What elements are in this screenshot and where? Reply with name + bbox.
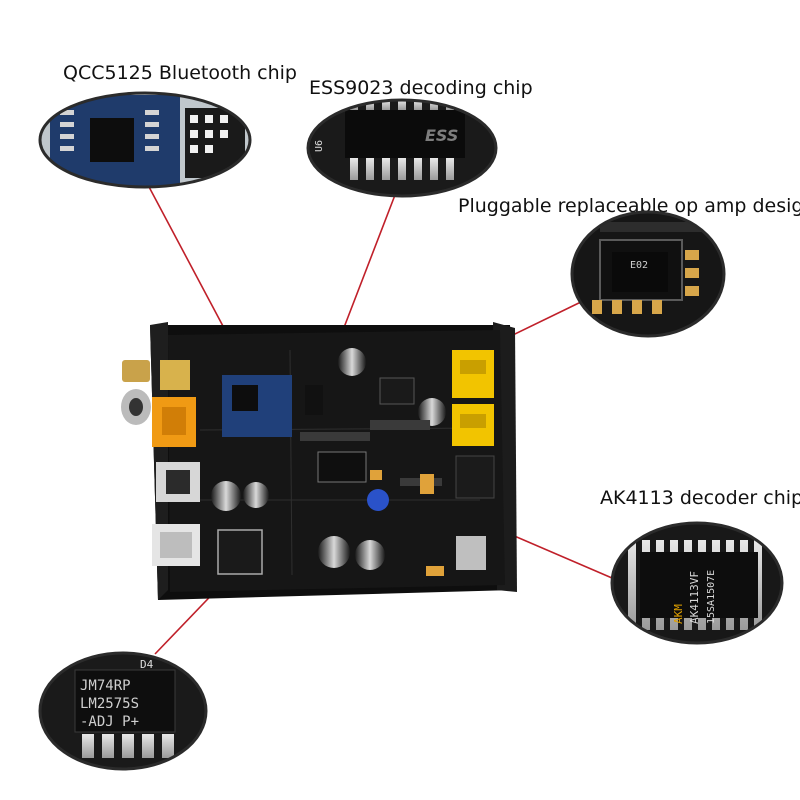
callout-bluetooth-label: QCC5125 Bluetooth chip — [63, 62, 297, 84]
callout-receiver-label: AK4113 decoder chip — [600, 487, 800, 509]
reg-ref-text: D4 — [140, 658, 154, 671]
akm-logo-text: AKM — [672, 604, 685, 624]
reg-line3-text: -ADJ P+ — [80, 714, 139, 730]
zoom-regulator-chip: D4 JM74RP LM2575S -ADJ P+ — [38, 651, 208, 771]
zoom-bluetooth-chip — [38, 91, 252, 189]
zoom-ess-chip: ESS U6 — [306, 98, 498, 198]
zoom-akm-chip: AKM AK4113VF 15SA1507E — [610, 521, 784, 645]
ess-logo-text: ESS — [425, 126, 458, 145]
dac-board — [121, 322, 517, 600]
ess-ref-text: U6 — [314, 140, 325, 152]
akm-lot-text: 15SA1507E — [706, 570, 717, 624]
reg-line2-text: LM2575S — [80, 696, 139, 712]
opamp-ref-text: E02 — [630, 260, 648, 271]
callout-decoding-label: ESS9023 decoding chip — [309, 77, 533, 99]
akm-part-text: AK4113VF — [688, 571, 701, 624]
callout-opamp-label: Pluggable replaceable op amp design — [458, 195, 800, 217]
reg-line1-text: JM74RP — [80, 678, 131, 694]
zoom-opamp: E02 — [570, 210, 726, 338]
